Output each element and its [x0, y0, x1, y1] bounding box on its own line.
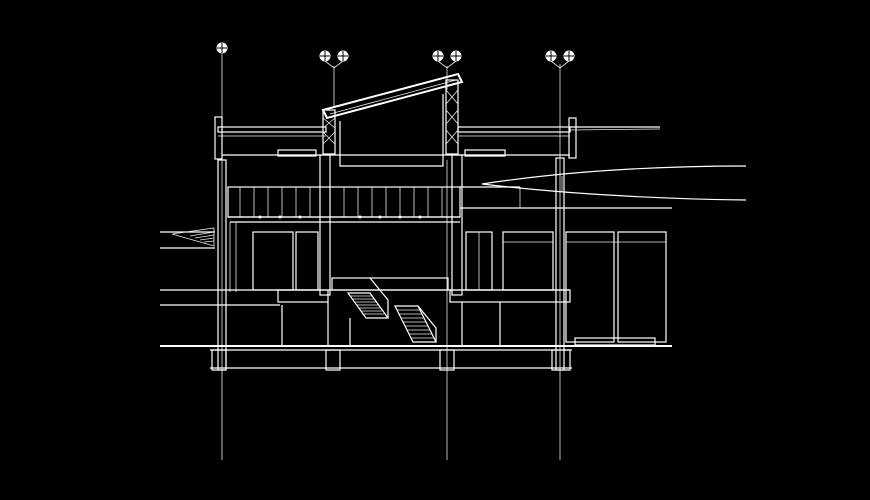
parapet-left — [214, 116, 223, 160]
slab-dots — [258, 215, 422, 219]
terrain-left — [160, 227, 215, 249]
footing — [325, 349, 341, 371]
roof-truss — [322, 79, 459, 155]
canopy-upper-edge — [481, 165, 747, 185]
ground-floor — [252, 231, 667, 346]
grid-bubble-icon — [319, 50, 331, 62]
grid-leader-fork-b — [324, 60, 344, 69]
window-frame — [617, 231, 667, 343]
grid-bubble-icon — [545, 50, 557, 62]
railing-balusters — [239, 187, 443, 217]
window-frame — [252, 231, 294, 291]
canopy-lower-edge — [481, 183, 747, 201]
window-frame — [565, 231, 615, 343]
footing — [551, 349, 571, 371]
clerestory-wall — [339, 94, 444, 167]
parapet-right — [568, 117, 577, 159]
clerestory-roof — [321, 72, 464, 120]
window-frame — [502, 231, 554, 291]
column-c — [451, 154, 463, 296]
window-frame — [295, 231, 319, 291]
grid-leader-fork-d — [550, 60, 570, 69]
upper-level — [222, 149, 672, 223]
roof — [214, 72, 661, 167]
column-b — [319, 154, 331, 296]
grid-bubbles — [216, 42, 575, 62]
foundation — [160, 345, 672, 371]
grid-bubble-icon — [432, 50, 444, 62]
grid-bubble-icon — [216, 42, 228, 54]
staircase — [346, 277, 437, 343]
canopy-right — [481, 165, 747, 201]
grid-leader-fork-c — [437, 60, 457, 69]
roof-slab-left — [217, 126, 327, 133]
mid-level — [160, 277, 571, 345]
footing — [211, 349, 227, 371]
footing — [439, 349, 455, 371]
grid-lines — [221, 54, 570, 460]
grid-bubble-icon — [337, 50, 349, 62]
grid-bubble-icon — [563, 50, 575, 62]
grid-bubble-icon — [450, 50, 462, 62]
roof-slab-right — [457, 126, 571, 133]
landing — [331, 277, 449, 291]
